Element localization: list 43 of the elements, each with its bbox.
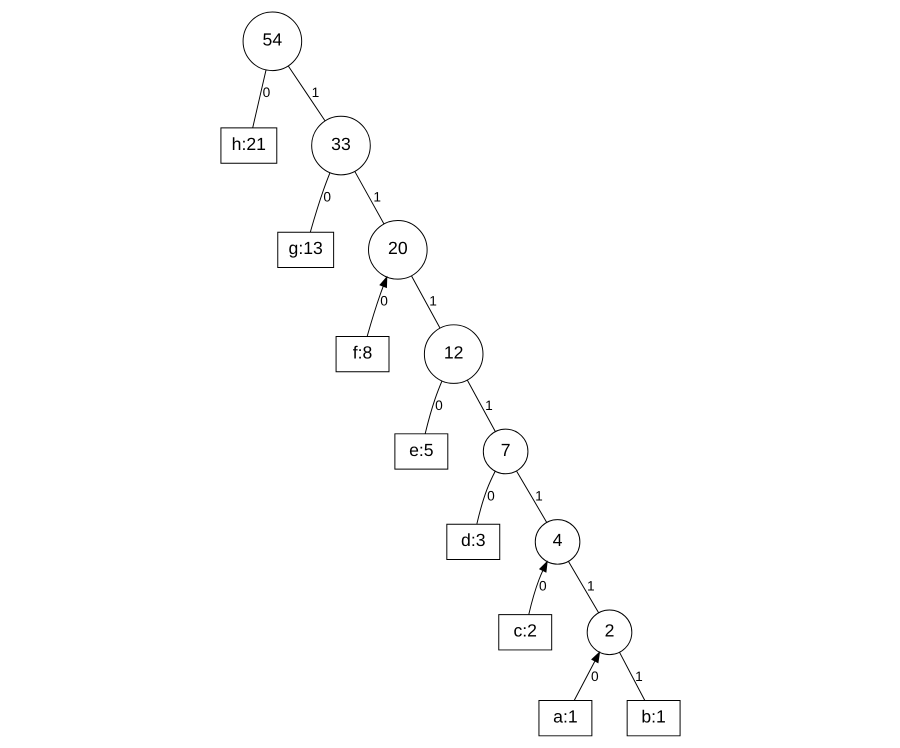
connector [516,470,547,523]
node-circle: 33 [310,116,370,176]
node-box: f:8 [335,336,389,372]
edge-label: 0 [590,669,598,684]
edge-label: 1 [634,669,642,684]
node-circle: 12 [423,324,483,384]
arrow [366,276,387,337]
connector [252,69,266,128]
edge-label: 0 [322,189,331,204]
node-box: a:1 [538,700,592,736]
node-circle: 4 [534,519,580,565]
connector [618,652,645,701]
arrow [573,651,600,701]
connector [424,380,442,434]
arrow [528,560,548,615]
edge-label: 1 [428,294,436,309]
connector [354,170,384,224]
node-box: d:3 [446,524,500,560]
connector [476,470,496,524]
edge-label: 1 [484,398,492,413]
edge-label: 1 [372,189,381,204]
connector [287,66,326,122]
connector [309,172,330,233]
node-circle: 20 [368,220,428,280]
edge-label: 0 [262,85,270,100]
edge-label: 0 [538,578,546,594]
node-box: g:13 [276,232,334,268]
node-circle: 2 [586,610,632,656]
edge-label: 0 [380,294,388,309]
edge-label: 1 [534,488,542,504]
node-circle: 7 [482,428,528,474]
node-box: h:21 [220,127,277,164]
connector [410,275,440,328]
node-box: e:5 [394,433,448,470]
connector [466,379,496,432]
node-box: b:1 [626,700,680,736]
edge-label: 0 [434,398,442,413]
connector [568,561,599,614]
node-circle: 54 [242,12,302,72]
edge-label: 0 [486,488,494,504]
edge-label: 1 [311,85,319,100]
edge-label: 1 [586,578,594,594]
node-box: c:2 [498,614,552,650]
